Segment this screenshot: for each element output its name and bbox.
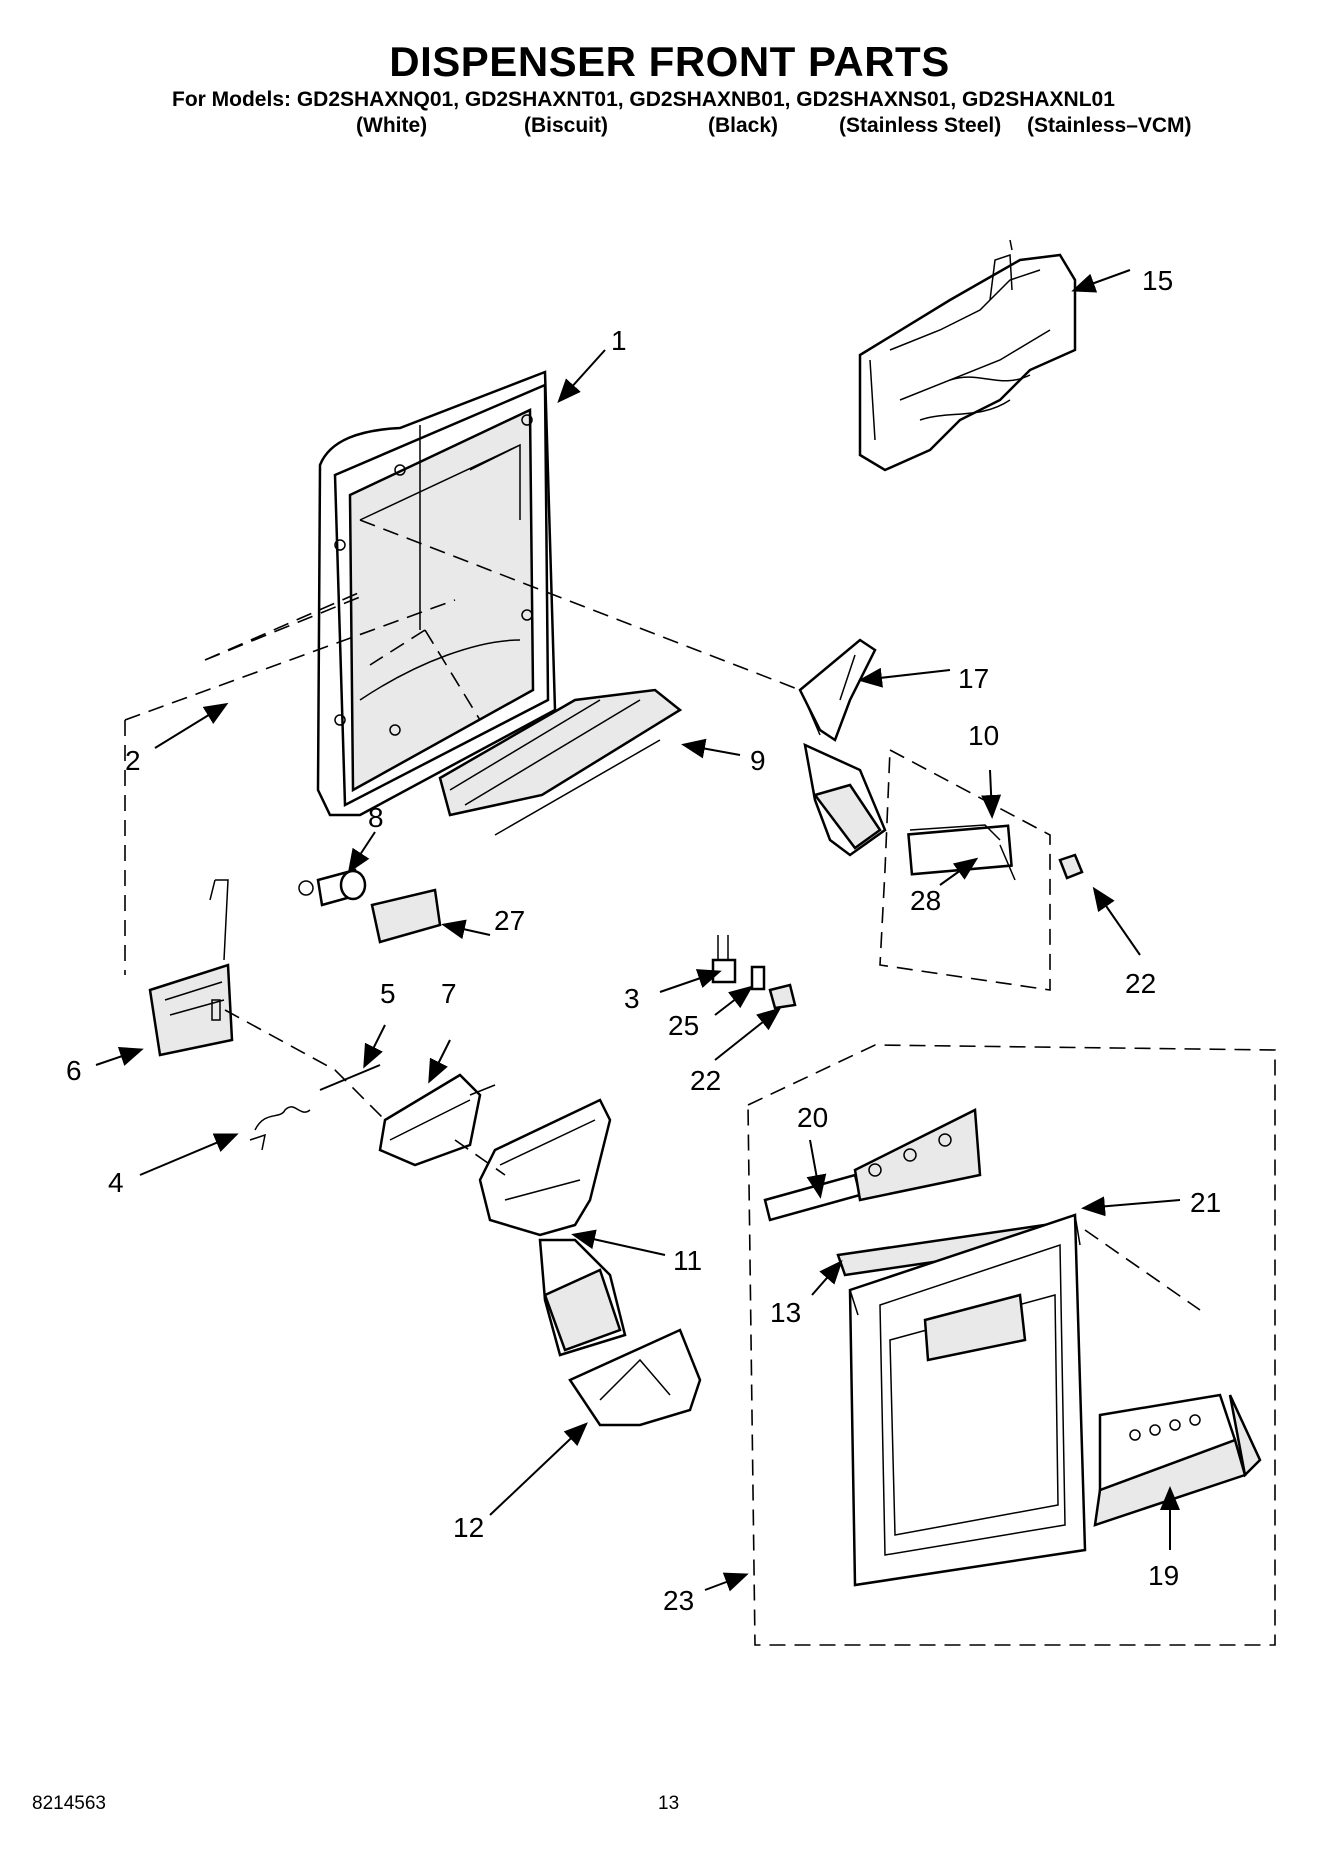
callout-17: 17 (958, 663, 989, 694)
callout-22-right: 22 (1125, 968, 1156, 999)
part-4-spring (249, 1106, 311, 1151)
callout-23: 23 (663, 1585, 694, 1616)
part-22-screw-right (1058, 853, 1084, 880)
variant-biscuit: (Biscuit) (524, 114, 608, 137)
part-22-screw-middle (768, 983, 797, 1010)
callout-3: 3 (624, 983, 640, 1014)
callout-4: 4 (108, 1167, 124, 1198)
callout-28: 28 (910, 885, 941, 916)
part-27-cover (370, 888, 442, 944)
variant-stainless-vcm: (Stainless–VCM) (1027, 114, 1192, 137)
part-6-module (148, 879, 234, 1057)
callout-arrows (95, 269, 1181, 1592)
page-number: 13 (658, 1793, 680, 1814)
part-7-actuator (378, 1073, 496, 1167)
callout-20: 20 (797, 1102, 828, 1133)
part-8-solenoid (298, 868, 367, 907)
callout-22-middle: 22 (690, 1065, 721, 1096)
callout-11: 11 (673, 1245, 702, 1276)
callout-7: 7 (441, 978, 457, 1009)
variant-black: (Black) (708, 114, 779, 137)
callout-15: 15 (1142, 265, 1173, 296)
part-5-pin (319, 1064, 381, 1091)
part-23-assembly-boundary (747, 1044, 1276, 1646)
document-number: 8214563 (32, 1793, 106, 1814)
page-title: DISPENSER FRONT PARTS (389, 38, 950, 85)
variant-stainless-steel: (Stainless Steel) (839, 114, 1002, 137)
callout-10: 10 (968, 720, 999, 751)
part-21-front-panel (848, 1213, 1087, 1587)
part-10-switch-bracket (907, 824, 1016, 881)
part-12-cup (568, 1328, 702, 1427)
part-17-lever-bracket (798, 638, 877, 742)
part-11-lever-frame (478, 1098, 612, 1237)
part-15-housing (858, 239, 1077, 472)
part-1-dispenser-frame (316, 370, 557, 817)
callout-25: 25 (668, 1010, 699, 1041)
callout-1: 1 (611, 325, 627, 356)
callout-9: 9 (750, 745, 766, 776)
part-9-drip-tray (438, 688, 683, 836)
part-11-paddle (538, 1238, 627, 1357)
callout-21: 21 (1190, 1187, 1221, 1218)
part-lever-paddle-upper (803, 742, 887, 857)
callout-8: 8 (368, 802, 384, 833)
callout-19: 19 (1148, 1560, 1179, 1591)
models-line: For Models: GD2SHAXNQ01, GD2SHAXNT01, GD… (172, 88, 1115, 111)
callout-5: 5 (380, 978, 396, 1009)
part-3-switch (711, 935, 737, 984)
part-19-control-panel (1093, 1393, 1262, 1527)
callout-12: 12 (453, 1512, 484, 1543)
callout-13: 13 (770, 1297, 801, 1328)
callout-2: 2 (125, 745, 141, 776)
callout-27: 27 (494, 905, 525, 936)
callout-6: 6 (66, 1055, 82, 1086)
exploded-guide-lines (124, 519, 1201, 1311)
part-25-insulator (750, 965, 766, 991)
variant-white: (White) (356, 114, 428, 137)
